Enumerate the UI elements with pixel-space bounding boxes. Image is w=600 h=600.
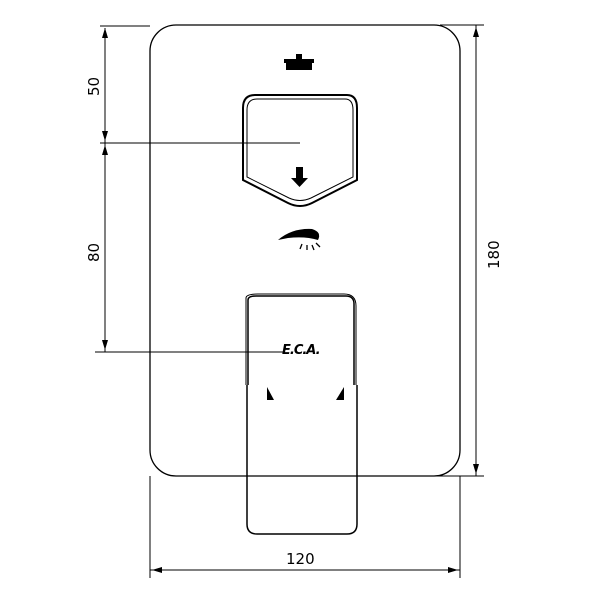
dimension-80: 80	[85, 243, 103, 262]
dimension-lines	[95, 24, 484, 578]
cover-plate	[149, 24, 461, 477]
hand-shower-icon	[278, 228, 321, 251]
diverter-button[interactable]	[242, 94, 358, 207]
dimension-180: 180	[485, 240, 503, 269]
shower-head-icon	[284, 54, 314, 70]
temperature-markers	[267, 387, 344, 400]
dimension-50: 50	[85, 77, 103, 96]
arrow-down-icon	[291, 167, 308, 187]
mixer-handle[interactable]	[245, 293, 358, 535]
eca-logo: E.C.A.	[282, 343, 321, 358]
dimension-120: 120	[286, 550, 315, 568]
logo-text: E.C.A.	[282, 343, 320, 358]
arrowheads	[102, 27, 479, 573]
